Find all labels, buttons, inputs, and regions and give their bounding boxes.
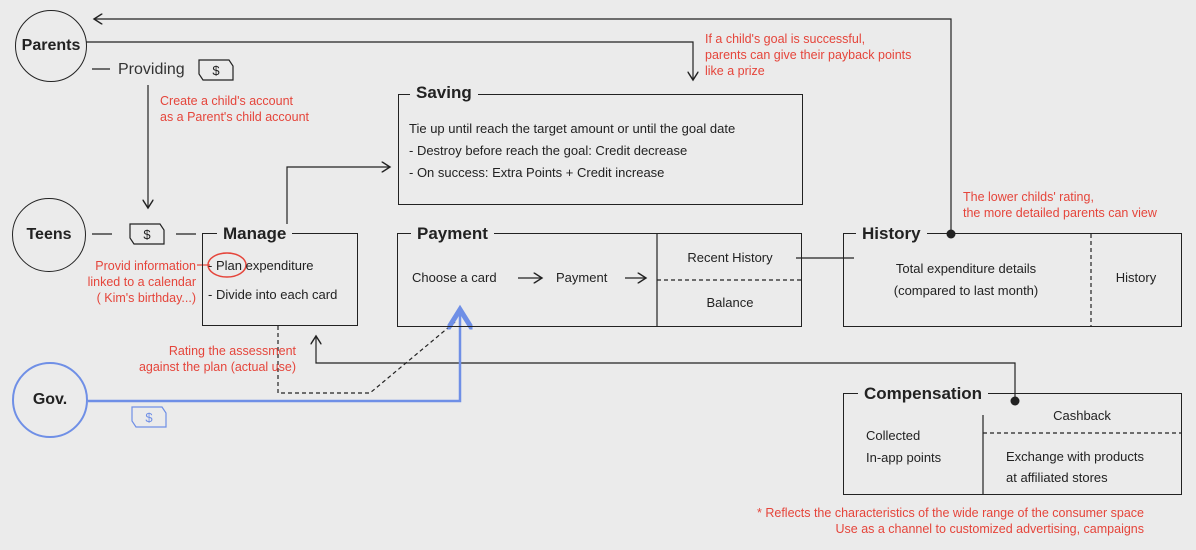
saving-title: Saving <box>410 83 478 103</box>
history-label: History <box>1115 270 1157 285</box>
manage-title: Manage <box>217 224 293 244</box>
gov-to-payment-line <box>88 312 460 403</box>
compensation-dot <box>1010 396 1020 406</box>
collected-points-label: Collected In-app points <box>866 428 942 465</box>
footer-note: * Reflects the characteristics of the wi… <box>757 506 1144 536</box>
plan-highlight-circle <box>207 252 247 278</box>
parents-to-saving-line <box>86 41 693 80</box>
rating-dashed-line <box>277 321 456 394</box>
providing-label: Providing <box>118 61 185 78</box>
saving-line: - On success: Extra Points + Credit incr… <box>409 165 665 180</box>
compensation-title: Compensation <box>858 384 989 404</box>
balance-label: Balance <box>706 295 754 310</box>
dollar-bill-icon: $ <box>198 59 234 81</box>
cashback-label: Cashback <box>1053 408 1111 423</box>
history-to-parents-line <box>94 19 952 234</box>
saving-line: Tie up until reach the target amount or … <box>409 121 736 136</box>
gov-label: Gov. <box>32 391 68 408</box>
history-title: History <box>856 224 927 244</box>
teens-node: Teens <box>12 198 86 272</box>
history-box <box>843 233 1182 327</box>
plan-word: Plan <box>215 258 242 273</box>
payment-box <box>397 233 802 327</box>
saving-box <box>398 94 803 205</box>
dollar-bill-icon: $ <box>129 223 165 245</box>
svg-text:$: $ <box>143 227 151 242</box>
rating-assessment-note: Rating the assessment against the plan (… <box>138 344 296 374</box>
dollar-bill-icon: $ <box>131 406 167 428</box>
exchange-label: Exchange with products at affiliated sto… <box>1006 449 1145 485</box>
teens-label: Teens <box>26 226 72 243</box>
payback-note: If a child's goal is successful, parents… <box>705 32 912 78</box>
saving-line: - Destroy before reach the goal: Credit … <box>409 143 688 158</box>
payment-step-label: Payment <box>556 270 608 285</box>
compensation-to-manage-line <box>316 336 1016 400</box>
parents-node: Parents <box>15 10 87 82</box>
manage-box <box>202 233 358 326</box>
recent-history-label: Recent History <box>687 250 773 265</box>
create-account-note: Create a child's account as a Parent's c… <box>160 94 309 124</box>
manage-divide-line: - Divide into each card <box>208 287 338 302</box>
calendar-note: Provid information linked to a calendar … <box>87 259 196 305</box>
choose-card-label: Choose a card <box>412 270 497 285</box>
svg-text:$: $ <box>145 410 153 425</box>
manage-to-saving-line <box>286 167 390 224</box>
payment-title: Payment <box>411 224 494 244</box>
gov-node: Gov. <box>12 362 88 438</box>
svg-text:$: $ <box>212 63 220 78</box>
manage-plan-line: - Plan expenditure <box>208 258 314 273</box>
compensation-box <box>843 393 1182 495</box>
lower-rating-note: The lower childs' rating, the more detai… <box>963 190 1157 220</box>
history-details: Total expenditure details (compared to l… <box>893 261 1039 298</box>
history-dot <box>946 229 956 239</box>
parents-label: Parents <box>21 37 81 54</box>
